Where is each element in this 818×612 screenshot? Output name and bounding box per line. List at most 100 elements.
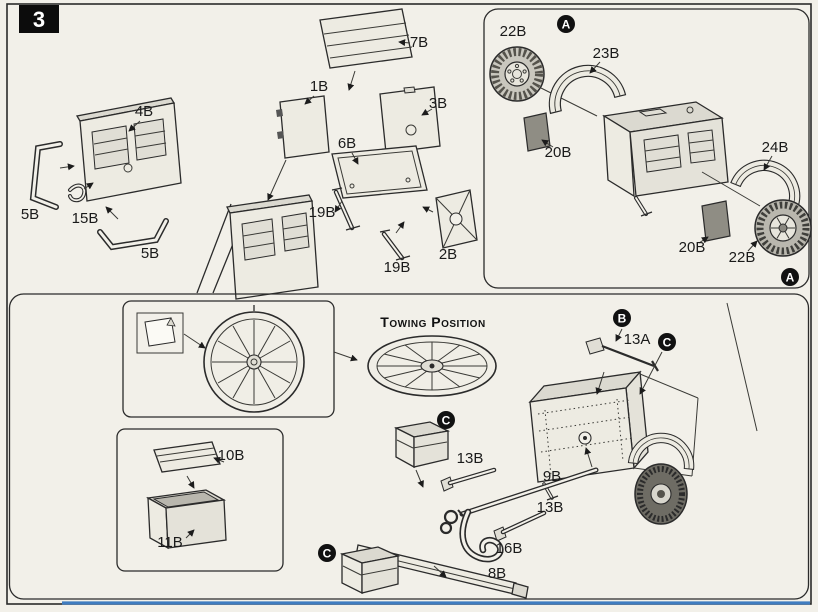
arrow [747, 240, 758, 252]
trailer-wheel [634, 463, 688, 525]
mudflap-20b-right [701, 200, 731, 242]
axle-guide-line [540, 87, 598, 117]
part-label-8b: 8B [488, 565, 506, 582]
middle-exploded-box-group: 7B 1B 3B 6B 2B 19B 19B [226, 8, 478, 300]
part-label-1b: 1B [310, 78, 328, 95]
part-19b-support-upper [331, 187, 361, 231]
part-label-7b: 7B [410, 34, 428, 51]
part-4b-tailgate [75, 97, 182, 202]
part-label-5b-lower: 5B [141, 245, 159, 262]
decal-frame [136, 312, 184, 354]
part-label-20b-left: 20B [545, 144, 572, 161]
callout-c-bottom: C [318, 544, 336, 562]
trailer-body-panel-a [602, 101, 729, 217]
arrow [334, 200, 343, 213]
left-parts-group: 4B 5B 15B 5B [21, 97, 182, 262]
part-19b-support-lower [379, 229, 411, 261]
part-label-15b: 15B [72, 210, 99, 227]
bottom-panel-group: Towing Position [8, 293, 810, 600]
arrow [422, 206, 434, 213]
part-label-13b-upper: 13B [457, 450, 484, 467]
crate-c-bottom [339, 546, 401, 595]
part-label-23b: 23B [593, 45, 620, 62]
part-5b-frame-upper [29, 141, 63, 210]
inset-crate-box: 10B 11B [116, 428, 284, 572]
svg-text:C: C [323, 547, 332, 561]
separator-line-1 [196, 203, 232, 294]
part-7b-roof-panel [319, 8, 413, 69]
fender-wheel-panel: 22B 23B 24B 20B 20B 22B A A [483, 8, 812, 289]
part-6b-floor-panel [331, 145, 428, 199]
svg-text:C: C [663, 336, 672, 350]
part-label-19b-lower: 19B [384, 259, 411, 276]
spoked-wheel [203, 305, 305, 413]
svg-text:A: A [786, 271, 795, 285]
arrow [595, 371, 605, 395]
arrow [183, 333, 206, 349]
part-2b-end-panel [435, 189, 478, 249]
arrow [267, 159, 287, 201]
part-label-13a: 13A [624, 331, 651, 348]
arrow [398, 39, 411, 47]
part-label-5b-upper: 5B [21, 206, 39, 223]
callout-a-lower: A [781, 268, 799, 286]
arrow [128, 120, 141, 132]
arrow [763, 155, 773, 171]
arrow [304, 95, 315, 105]
svg-text:C: C [442, 414, 451, 428]
part-label-4b: 4B [135, 103, 153, 120]
arrow [615, 328, 623, 342]
arrow [213, 457, 225, 464]
callout-c-middle: C [437, 411, 455, 429]
part-label-20b-right: 20B [679, 239, 706, 256]
arrow [541, 139, 554, 148]
arrow [347, 70, 356, 91]
part-15b-hook [68, 183, 87, 203]
arrow [589, 61, 601, 74]
svg-text:B: B [618, 312, 627, 326]
part-1b-side-panel [276, 95, 330, 159]
arrow [415, 469, 424, 488]
trailer-assembled [528, 302, 758, 525]
arrow [185, 529, 195, 539]
axle-guide-line [701, 171, 761, 207]
arrow [395, 221, 405, 234]
towing-position-label: Towing Position [380, 314, 485, 330]
panel-bottom-border [8, 293, 810, 600]
part-label-16b: 16B [496, 540, 523, 557]
arrow [105, 206, 119, 220]
part-label-24b: 24B [762, 139, 789, 156]
callout-c-trailer: C [658, 333, 676, 351]
part-13b-lower [493, 510, 547, 542]
crate-c-middle [393, 421, 451, 469]
part-13b-upper [440, 467, 497, 492]
part-label-11b: 11B [157, 534, 183, 551]
part-label-19b-upper: 19B [309, 204, 336, 221]
part-16b-hook [459, 508, 504, 563]
step-number-badge: 3 [19, 5, 59, 33]
step-number: 3 [33, 7, 45, 32]
tow-ring [443, 509, 459, 525]
arrow [59, 163, 75, 171]
front-slat-panel [226, 194, 319, 300]
panel-top-right-border [483, 8, 810, 289]
callout-a-upper: A [557, 15, 575, 33]
arrow [83, 182, 94, 190]
arrow [639, 351, 663, 395]
arrow [186, 475, 195, 489]
tow-ring [439, 521, 453, 535]
arrow [351, 152, 359, 165]
part-3b-side-panel [379, 86, 441, 154]
towing-position-group: Towing Position [367, 314, 497, 397]
towing-wheel [367, 335, 497, 397]
part-label-6b: 6B [338, 135, 356, 152]
part-label-3b: 3B [429, 95, 447, 112]
wheel-22b-lower [754, 199, 812, 257]
part-label-22b-upper: 22B [500, 23, 527, 40]
arrow [698, 236, 709, 244]
arrow [584, 447, 593, 468]
inset-wheel-decal-box [122, 300, 335, 418]
arrow [433, 565, 447, 578]
